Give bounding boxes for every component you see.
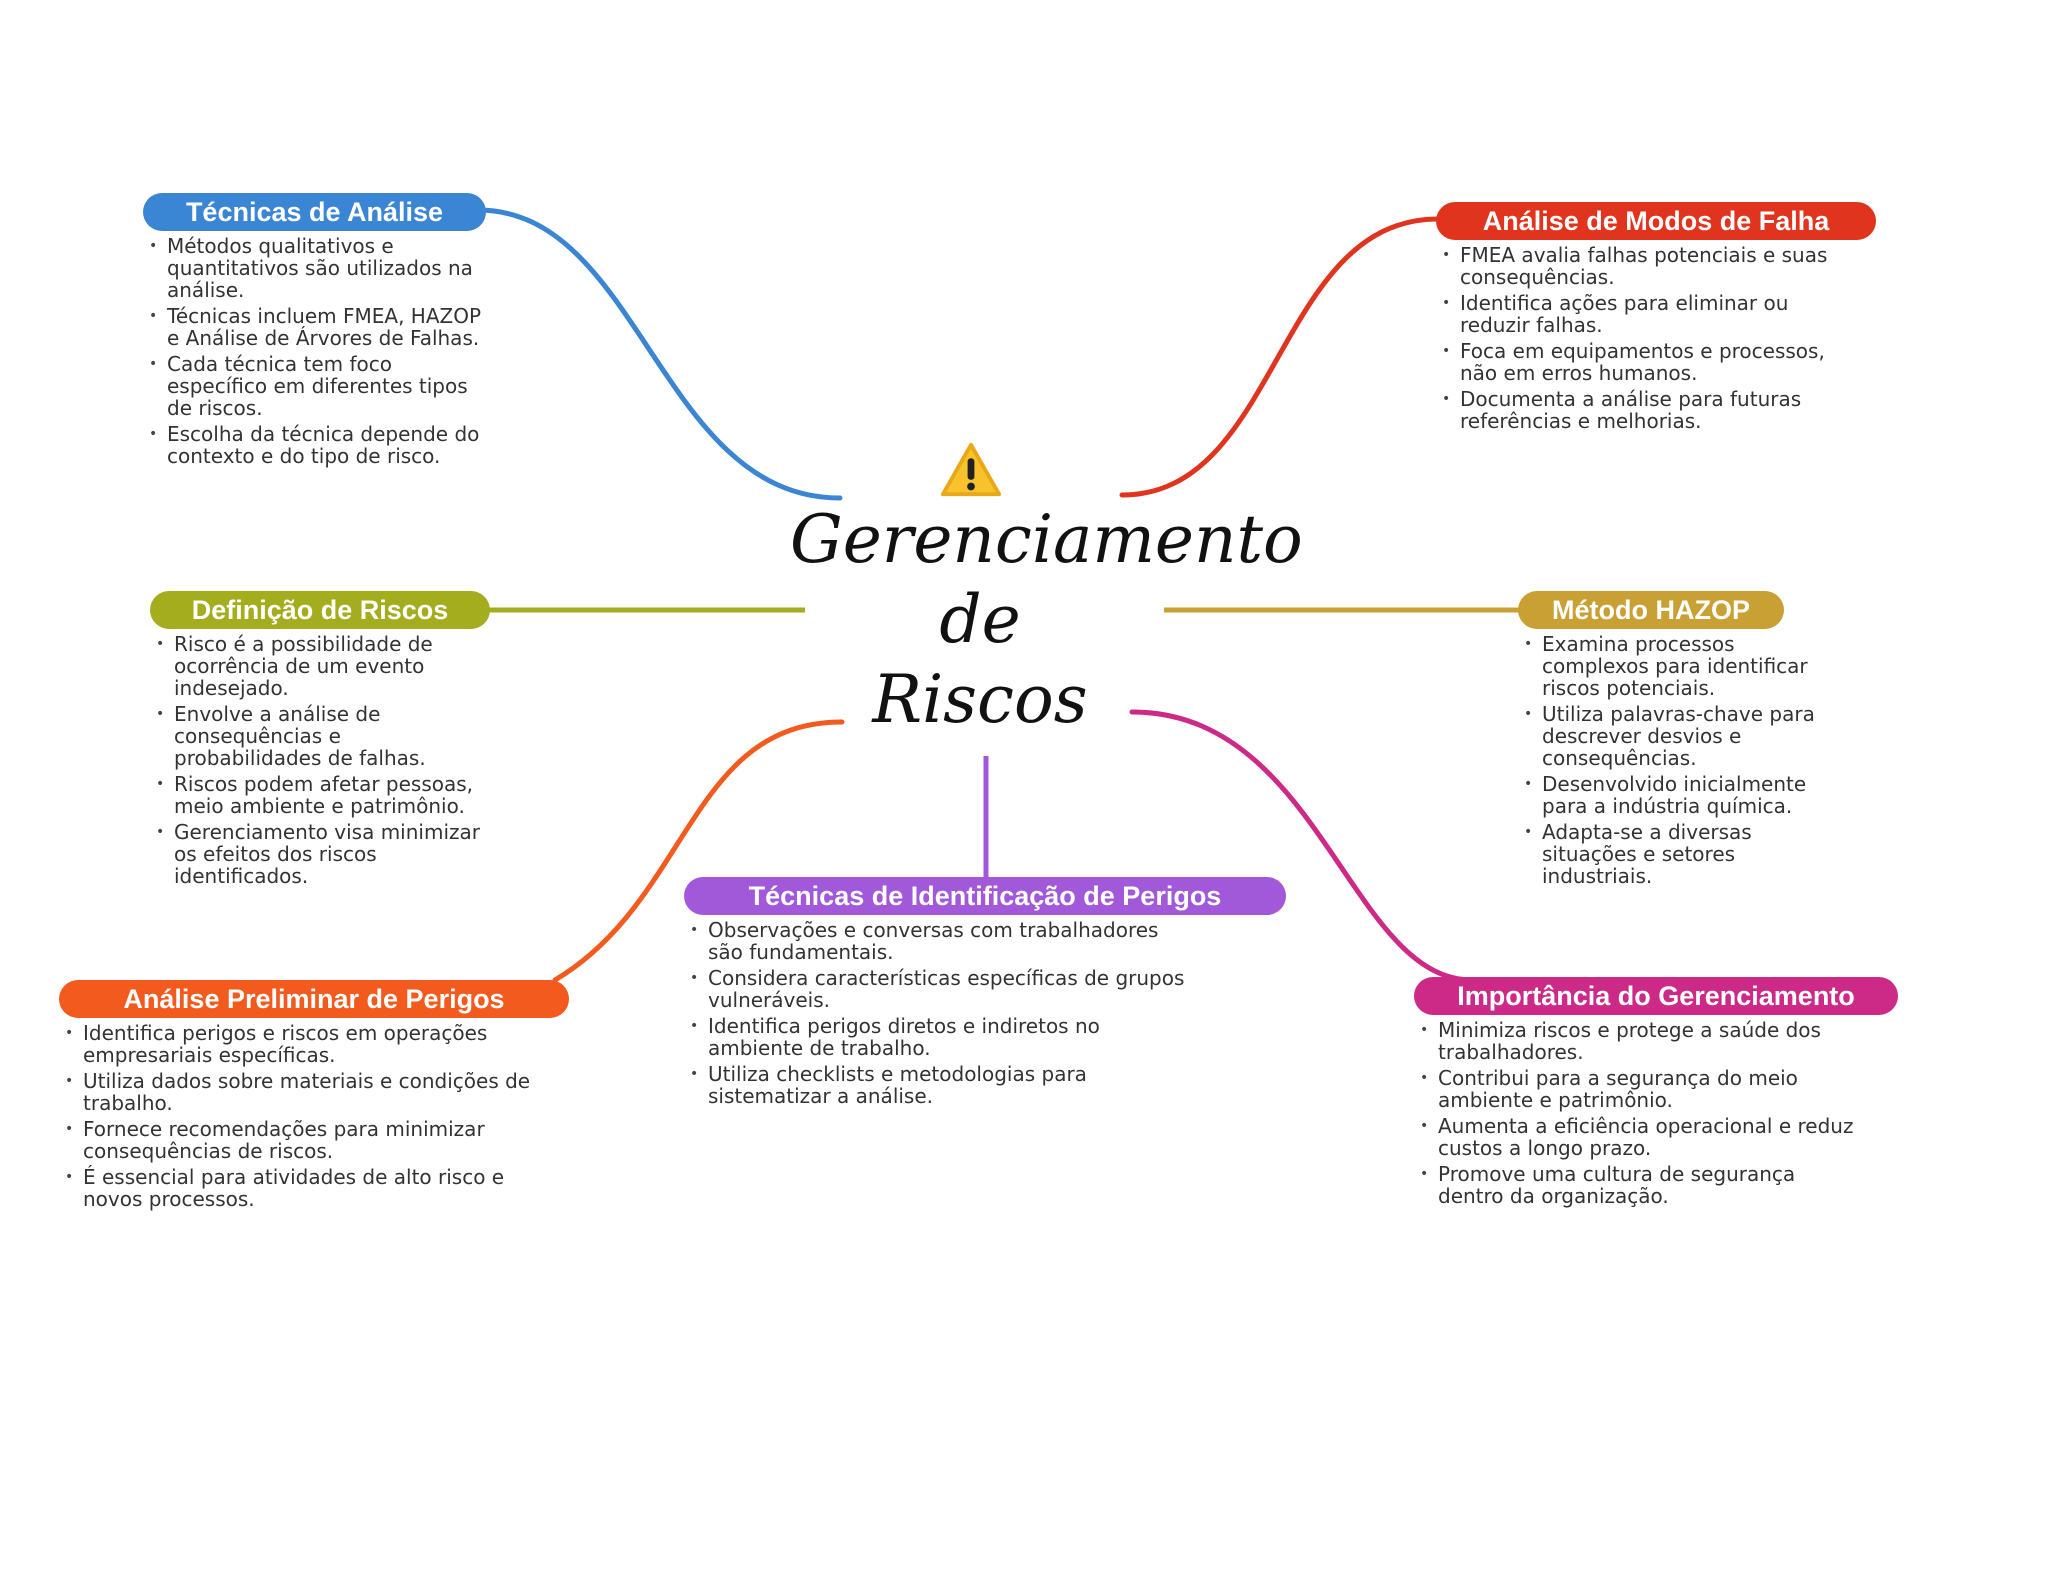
branch-title[interactable]: Análise Preliminar de Perigos (59, 980, 569, 1018)
bullet-item: Identifica perigos diretos e indiretos n… (690, 1015, 1188, 1059)
branch-title[interactable]: Técnicas de Identificação de Perigos (684, 877, 1286, 915)
bullet-item: Técnicas incluem FMEA, HAZOP e Análise d… (149, 305, 487, 349)
bullet-item: Foca em equipamentos e processos, não em… (1442, 340, 1860, 384)
bullet-item: Fornece recomendações para minimizar con… (65, 1118, 533, 1162)
branch-tecnicas-analise: Técnicas de Análise Métodos qualitativos… (143, 193, 523, 471)
branch-importancia: Importância do Gerenciamento Minimiza ri… (1414, 977, 1904, 1211)
bullet-item: Promove uma cultura de segurança dentro … (1420, 1163, 1858, 1207)
connector-modos-falha (1119, 216, 1441, 498)
bullet-list: Identifica perigos e riscos em operações… (59, 1022, 533, 1210)
central-topic-title: Gerenciamento de Riscos (790, 501, 1303, 738)
branch-analise-preliminar: Análise Preliminar de Perigos Identifica… (59, 980, 579, 1214)
connector-importancia (1129, 709, 1475, 983)
bullet-item: Envolve a análise de consequências e pro… (156, 703, 494, 769)
bullet-list: Minimiza riscos e protege a saúde dos tr… (1414, 1019, 1858, 1207)
bullet-item: Minimiza riscos e protege a saúde dos tr… (1420, 1019, 1858, 1063)
branch-title[interactable]: Análise de Modos de Falha (1436, 202, 1876, 240)
bullet-item: Documenta a análise para futuras referên… (1442, 388, 1860, 432)
bullet-item: Contribui para a segurança do meio ambie… (1420, 1067, 1858, 1111)
bullet-item: Observações e conversas com trabalhadore… (690, 919, 1188, 963)
bullet-item: Riscos podem afetar pessoas, meio ambien… (156, 773, 494, 817)
bullet-item: Utiliza checklists e metodologias para s… (690, 1063, 1188, 1107)
bullet-list: FMEA avalia falhas potenciais e suas con… (1436, 244, 1860, 432)
bullet-item: Gerenciamento visa minimizar os efeitos … (156, 821, 494, 887)
connector-tecnicas-analise (475, 207, 843, 501)
connector-analise-preliminar (552, 719, 845, 983)
bullet-item: Utiliza palavras-chave para descrever de… (1524, 703, 1822, 769)
branch-title[interactable]: Importância do Gerenciamento (1414, 977, 1898, 1015)
bullet-item: Cada técnica tem foco específico em dife… (149, 353, 487, 419)
branch-metodo-hazop: Método HAZOP Examina processos complexos… (1518, 591, 1818, 891)
warning-icon (940, 442, 1002, 497)
bullet-item: É essencial para atividades de alto risc… (65, 1166, 533, 1210)
bullet-list: Examina processos complexos para identif… (1518, 633, 1822, 887)
branch-modos-falha: Análise de Modos de Falha FMEA avalia fa… (1436, 202, 1886, 436)
branch-title[interactable]: Definição de Riscos (150, 591, 490, 629)
bullet-list: Risco é a possibilidade de ocorrência de… (150, 633, 494, 887)
branch-tecnicas-identificacao: Técnicas de Identificação de Perigos Obs… (684, 877, 1294, 1111)
bullet-item: Identifica perigos e riscos em operações… (65, 1022, 533, 1066)
branch-title[interactable]: Método HAZOP (1518, 591, 1784, 629)
bullet-item: Adapta-se a diversas situações e setores… (1524, 821, 1822, 887)
bullet-item: Risco é a possibilidade de ocorrência de… (156, 633, 494, 699)
bullet-item: Desenvolvido inicialmente para a indústr… (1524, 773, 1822, 817)
branch-title[interactable]: Técnicas de Análise (143, 193, 486, 231)
bullet-item: Identifica ações para eliminar ou reduzi… (1442, 292, 1860, 336)
branch-definicao-riscos: Definição de Riscos Risco é a possibilid… (150, 591, 530, 891)
bullet-item: Aumenta a eficiência operacional e reduz… (1420, 1115, 1858, 1159)
bullet-list: Observações e conversas com trabalhadore… (684, 919, 1188, 1107)
bullet-item: Considera características específicas de… (690, 967, 1188, 1011)
bullet-item: FMEA avalia falhas potenciais e suas con… (1442, 244, 1860, 288)
bullet-item: Escolha da técnica depende do contexto e… (149, 423, 487, 467)
bullet-item: Examina processos complexos para identif… (1524, 633, 1822, 699)
bullet-item: Métodos qualitativos e quantitativos são… (149, 235, 487, 301)
bullet-item: Utiliza dados sobre materiais e condiçõe… (65, 1070, 533, 1114)
bullet-list: Métodos qualitativos e quantitativos são… (143, 235, 487, 467)
